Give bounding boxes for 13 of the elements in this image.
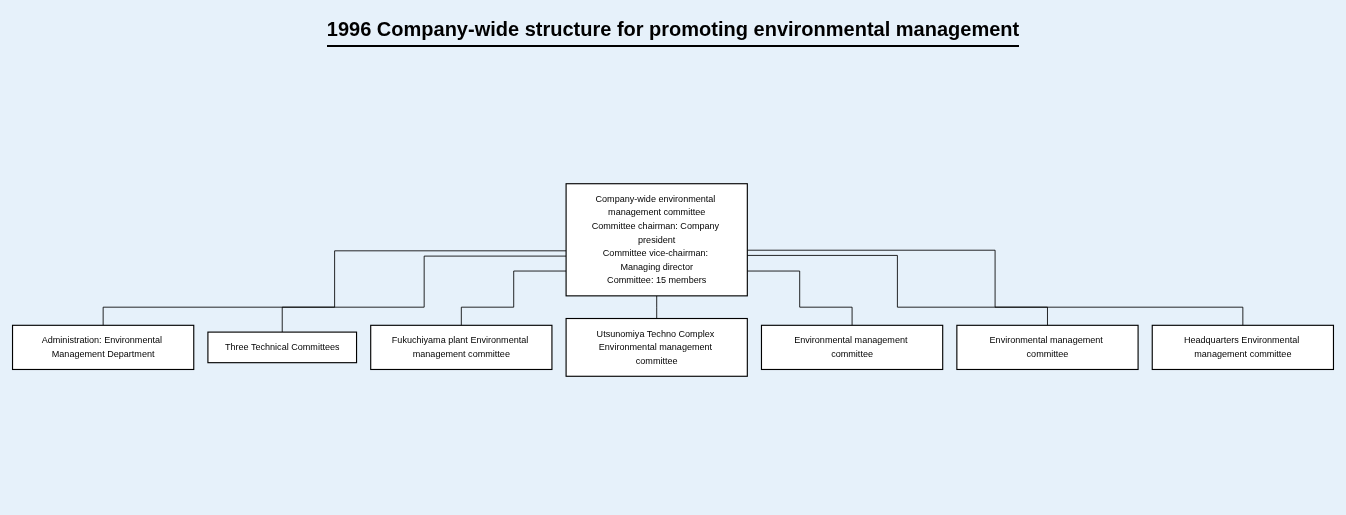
node-box: Environmental management committee	[760, 324, 944, 371]
node-box: Utsunomiya Techno Complex Environmental management committee	[565, 317, 748, 377]
node-box: Headquarters Environmental management committee	[1151, 324, 1335, 371]
node-box: Company-wide environmental management committee Committee chairman: Company president Committee vice-chairman: Managing director Committee: 15 members	[565, 183, 748, 297]
connector	[460, 270, 567, 326]
connector	[281, 255, 567, 333]
node-box: Administration: Environmental Management Department	[11, 324, 195, 371]
diagram-title: 1996 Company-wide structure for promoting environmental management	[326, 18, 1020, 47]
connector	[102, 250, 567, 326]
connector	[656, 295, 658, 319]
node-box: Three Technical Committees	[207, 331, 358, 364]
node-box: Fukuchiyama plant Environmental management committee	[370, 324, 553, 371]
node-box: Environmental management committee	[956, 324, 1139, 371]
